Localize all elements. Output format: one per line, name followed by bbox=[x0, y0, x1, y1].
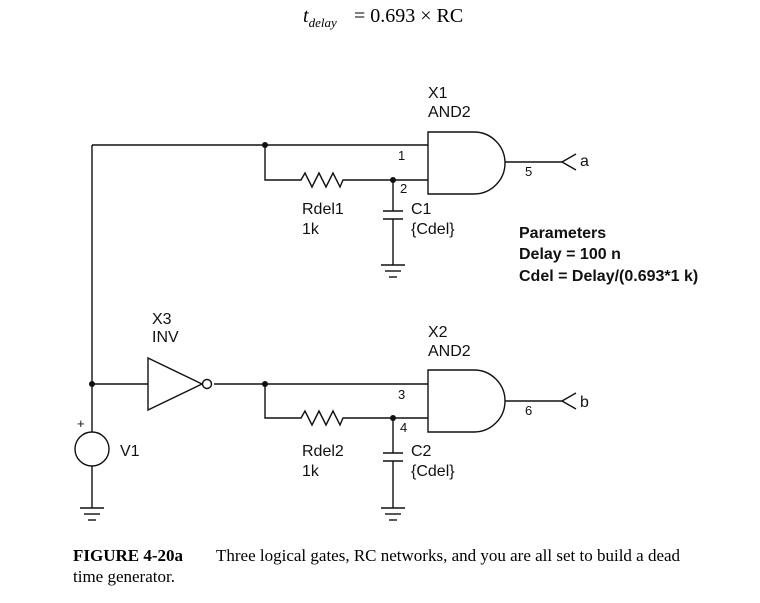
junction-dot bbox=[262, 142, 268, 148]
voltage-source-v1 bbox=[74, 431, 110, 467]
resistor-rdel2 bbox=[296, 409, 346, 427]
junction-dot bbox=[89, 381, 95, 387]
resistor-rdel1 bbox=[296, 171, 346, 189]
output-port-b-marker bbox=[560, 392, 577, 410]
x1-pin-1: 1 bbox=[398, 148, 405, 163]
capacitor-c1 bbox=[383, 210, 403, 220]
c1-value: {Cdel} bbox=[411, 221, 455, 238]
equation: tdelay= 0.693 × RC bbox=[303, 5, 463, 30]
parameters-title: Parameters bbox=[519, 225, 606, 242]
x2-pin-6: 6 bbox=[525, 403, 532, 418]
rdel1-name: Rdel1 bbox=[302, 201, 344, 218]
c1-name: C1 bbox=[411, 201, 432, 218]
output-port-a-marker bbox=[560, 153, 577, 171]
c2-name: C2 bbox=[411, 443, 432, 460]
ground-symbol bbox=[381, 507, 405, 521]
x2-type: AND2 bbox=[428, 343, 471, 360]
ground-symbol bbox=[80, 507, 104, 521]
ground-symbol bbox=[381, 264, 405, 278]
x3-type: INV bbox=[152, 329, 179, 346]
x1-name: X1 bbox=[428, 85, 448, 102]
rdel1-value: 1k bbox=[302, 221, 320, 238]
x3-name: X3 bbox=[152, 311, 172, 328]
x1-type: AND2 bbox=[428, 104, 471, 121]
junctions bbox=[89, 142, 396, 421]
rdel2-name: Rdel2 bbox=[302, 443, 344, 460]
c2-value: {Cdel} bbox=[411, 463, 455, 480]
output-port-a: a bbox=[580, 153, 589, 170]
figure-caption-line2: time generator. bbox=[73, 567, 175, 586]
x2-pin-3: 3 bbox=[398, 387, 405, 402]
output-port-b: b bbox=[580, 394, 589, 411]
x2-name: X2 bbox=[428, 324, 448, 341]
junction-dot bbox=[390, 415, 396, 421]
inverter-x3 bbox=[147, 356, 204, 412]
junction-dot bbox=[262, 381, 268, 387]
parameters-delay: Delay = 100 n bbox=[519, 246, 621, 263]
junction-dot bbox=[390, 177, 396, 183]
x1-pin-2: 2 bbox=[400, 181, 407, 196]
capacitor-c2 bbox=[383, 452, 403, 462]
x2-pin-4: 4 bbox=[400, 420, 407, 435]
inverter-bubble bbox=[201, 378, 213, 390]
v1-label: V1 bbox=[120, 443, 140, 460]
parameters-cdel: Cdel = Delay/(0.693*1 k) bbox=[519, 268, 698, 285]
rdel2-value: 1k bbox=[302, 463, 320, 480]
and-gate-x2 bbox=[427, 369, 506, 433]
and-gate-x1 bbox=[427, 131, 506, 195]
v1-plus-sign: + bbox=[77, 416, 85, 431]
x1-pin-5: 5 bbox=[525, 164, 532, 179]
